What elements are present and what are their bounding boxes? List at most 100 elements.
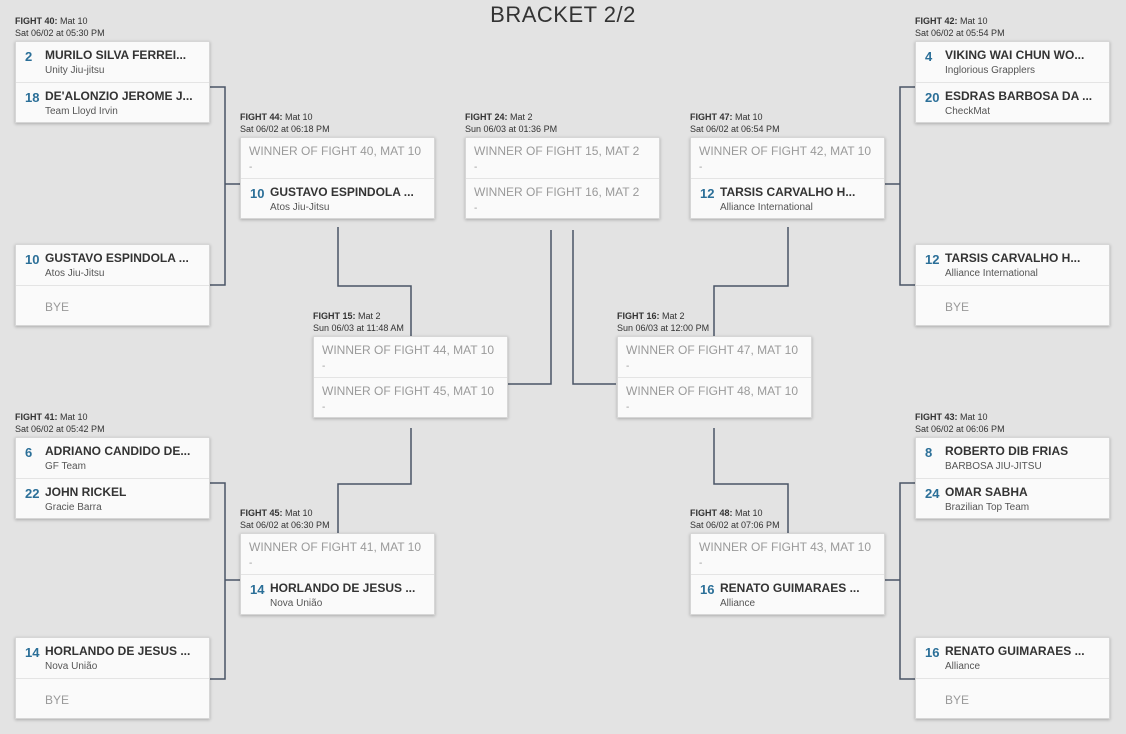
bye-slot: BYE	[16, 285, 209, 325]
placeholder-dash: -	[249, 558, 253, 569]
competitor-team: Nova União	[270, 598, 323, 609]
placeholder-dash: -	[322, 361, 326, 372]
fight-mat: Mat 10	[957, 412, 988, 422]
fight-time: Sun 06/03 at 01:36 PM	[465, 124, 558, 134]
pending-slot: WINNER OF FIGHT 41, MAT 10-	[241, 534, 434, 574]
fight-label: FIGHT 43:	[915, 412, 958, 422]
fight-label: FIGHT 16:	[617, 311, 660, 321]
seed-number: 4	[925, 49, 933, 64]
competitor-name: GUSTAVO ESPINDOLA ...	[270, 185, 414, 199]
fight-card[interactable]: WINNER OF FIGHT 44, MAT 10- WINNER OF FI…	[313, 336, 508, 418]
competitor-name: HORLANDO DE JESUS ...	[270, 581, 416, 595]
pending-slot: WINNER OF FIGHT 42, MAT 10-	[691, 138, 884, 178]
fight-time: Sat 06/02 at 06:54 PM	[690, 124, 780, 134]
seed-number: 16	[925, 645, 940, 660]
winner-placeholder: WINNER OF FIGHT 48, MAT 10	[626, 384, 799, 398]
fight-label: FIGHT 24:	[465, 112, 508, 122]
competitor-name: JOHN RICKEL	[45, 485, 127, 499]
competitor-team: Atos Jiu-Jitsu	[270, 202, 330, 213]
fight-card[interactable]: WINNER OF FIGHT 47, MAT 10- WINNER OF FI…	[617, 336, 812, 418]
fight-label: FIGHT 48:	[690, 508, 733, 518]
seed-number: 14	[25, 645, 40, 660]
competitor-team: BARBOSA JIU-JITSU	[945, 461, 1042, 472]
competitor-name: RENATO GUIMARAES ...	[720, 581, 860, 595]
fight-mat: Mat 10	[57, 16, 88, 26]
competitor-team: Gracie Barra	[45, 502, 102, 513]
competitor-name: VIKING WAI CHUN WO...	[945, 48, 1085, 62]
placeholder-dash: -	[474, 162, 478, 173]
seed-number: 22	[25, 486, 40, 501]
fight-time: Sat 06/02 at 06:30 PM	[240, 520, 330, 530]
fight-label: FIGHT 40:	[15, 16, 58, 26]
fight-card[interactable]: WINNER OF FIGHT 15, MAT 2- WINNER OF FIG…	[465, 137, 660, 219]
seed-number: 18	[25, 90, 40, 105]
fight-mat: Mat 10	[732, 112, 763, 122]
pending-slot: WINNER OF FIGHT 47, MAT 10-	[618, 337, 811, 377]
bye-slot: BYE	[916, 285, 1109, 325]
winner-placeholder: WINNER OF FIGHT 40, MAT 10	[249, 144, 422, 158]
placeholder-dash: -	[626, 402, 630, 413]
competitor-name: DE'ALONZIO JEROME J...	[45, 89, 193, 103]
seed-number: 20	[925, 90, 940, 105]
competitor-team: Alliance	[720, 598, 756, 609]
fight-time: Sat 06/02 at 06:18 PM	[240, 124, 330, 134]
fight-mat: Mat 2	[659, 311, 685, 321]
placeholder-dash: -	[249, 162, 253, 173]
competitor-team: GF Team	[45, 461, 86, 472]
competitor-team: Brazilian Top Team	[945, 502, 1030, 513]
competitor-slot[interactable]: 16 RENATO GUIMARAES ... Alliance	[691, 574, 884, 614]
fight-card[interactable]: WINNER OF FIGHT 43, MAT 10- 16 RENATO GUI…	[690, 533, 885, 615]
pending-slot: WINNER OF FIGHT 48, MAT 10 -	[618, 377, 811, 417]
placeholder-dash: -	[699, 162, 703, 173]
pending-slot: WINNER OF FIGHT 43, MAT 10-	[691, 534, 884, 574]
fight-mat: Mat 10	[282, 112, 313, 122]
winner-placeholder: WINNER OF FIGHT 45, MAT 10	[322, 384, 495, 398]
placeholder-dash: -	[626, 361, 630, 372]
competitor-slot[interactable]: 22 JOHN RICKEL Gracie Barra	[16, 478, 209, 518]
fight-label: FIGHT 45:	[240, 508, 283, 518]
fight-time: Sun 06/03 at 11:48 AM	[313, 323, 404, 333]
fight-label: FIGHT 42:	[915, 16, 958, 26]
seed-number: 24	[925, 486, 940, 501]
fight-time: Sat 06/02 at 05:42 PM	[15, 424, 105, 434]
seed-number: 16	[700, 582, 715, 597]
competitor-name: RENATO GUIMARAES ...	[945, 644, 1085, 658]
pending-slot: WINNER OF FIGHT 40, MAT 10 -	[241, 138, 434, 178]
